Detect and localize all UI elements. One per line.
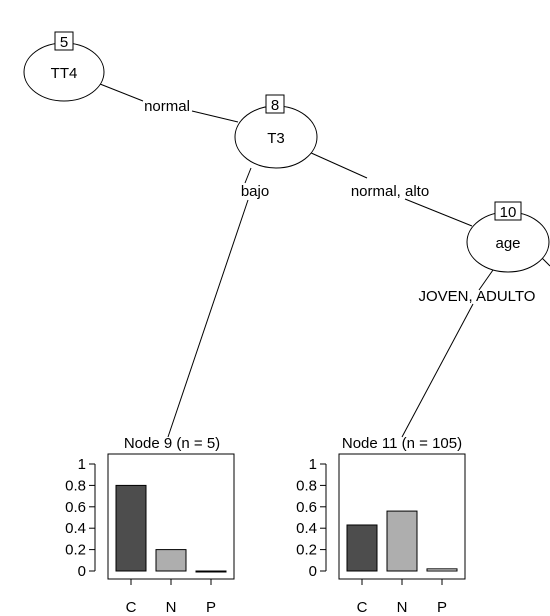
edge-label-t3-node9: bajo [241,183,269,200]
y-tick-label: 0 [309,563,317,580]
edge-age-node11 [478,269,494,291]
y-tick-label: 0.6 [296,499,317,516]
edge-label-age-node11: JOVEN, ADULTO [419,288,536,305]
node-id-box [265,94,285,114]
y-tick-label: 0.2 [296,542,317,559]
tree-edges [99,83,550,438]
edge-t3-node9 [244,167,252,184]
x-tick-label: N [397,599,408,616]
edge-label-tt4-t3: normal [144,98,190,115]
terminal-node-panel: Node 9 (n = 5) 0 0.2 0.4 0.6 0.8 1C N P [65,435,235,616]
edge-t3-age-lower [404,198,473,227]
node-variable: T3 [267,130,285,147]
y-tick-label: 0.8 [296,477,317,494]
bar-N [155,549,187,572]
bar-P [426,568,458,572]
panel-title: Node 11 (n = 105) [342,435,462,452]
bar-P [195,570,227,573]
edge-age-node11-lower [401,303,474,438]
x-tick-label: C [357,599,368,616]
node-id-box [494,201,522,221]
node-id: 5 [60,34,68,51]
edge-t3-node9-lower [167,199,249,438]
node-id: 8 [271,97,279,114]
edge-tt4-t3-lower [191,110,239,123]
node-variable: TT4 [51,65,78,82]
y-tick-label: 0 [78,563,86,580]
edge-tt4-t3 [99,83,144,102]
x-tick-label: P [206,599,216,616]
inner-node-10: 10 age [466,201,550,273]
x-tick-label: N [166,599,177,616]
terminal-node-panel: Node 11 (n = 105) 0 0.2 0.4 0.6 0.8 1C N P [296,435,466,616]
y-tick-label: 0.6 [65,499,86,516]
node-id-box [54,31,74,51]
y-tick-label: 0.2 [65,542,86,559]
inner-node-8: 8 T3 [234,94,318,169]
y-tick-label: 1 [78,456,86,473]
y-tick-label: 0.4 [65,520,86,537]
y-tick-label: 0.4 [296,520,317,537]
inner-node-5: 5 TT4 [23,31,105,102]
bar-C [346,524,378,572]
bar-C [115,484,147,572]
node-id: 10 [500,204,517,221]
x-tick-label: C [126,599,137,616]
edge-label-t3-age: normal, alto [351,183,429,200]
y-tick-label: 1 [309,456,317,473]
x-tick-label: P [437,599,447,616]
panel-title: Node 9 (n = 5) [124,435,220,452]
edge-t3-age [308,151,368,179]
bar-N [386,510,418,572]
y-tick-label: 0.8 [65,477,86,494]
node-variable: age [495,235,520,252]
